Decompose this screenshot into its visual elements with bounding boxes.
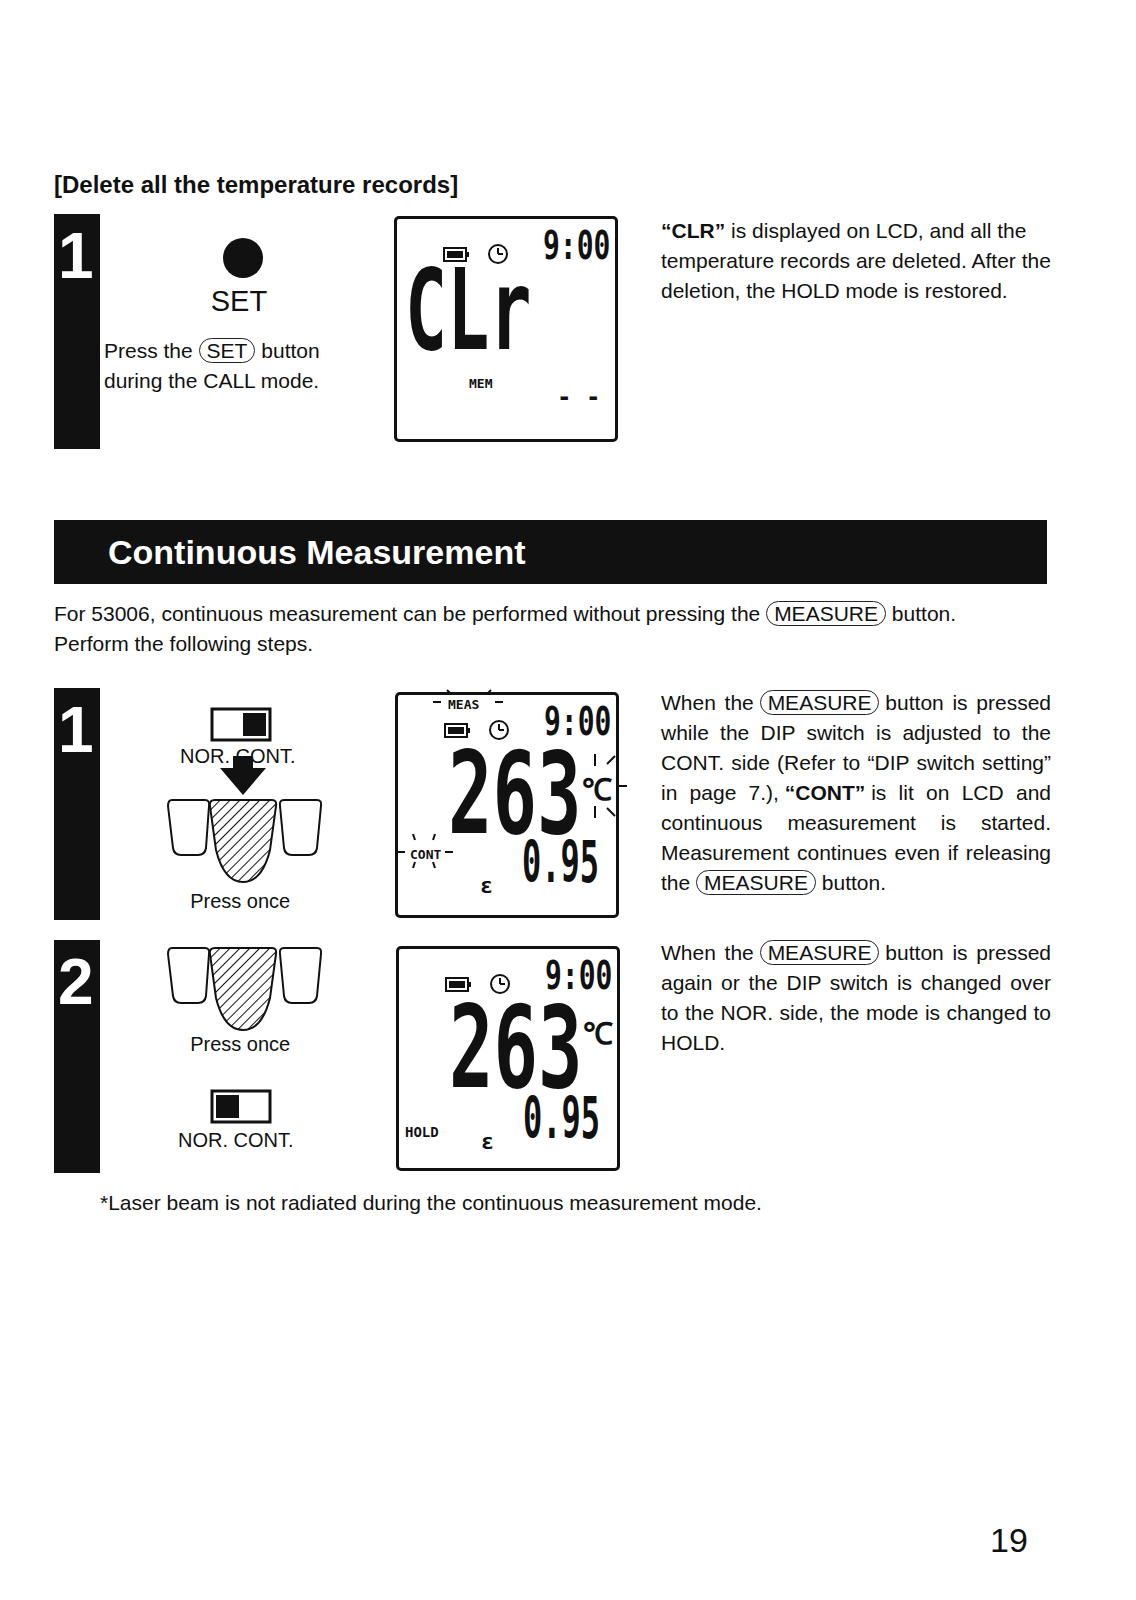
step-number-text: 1 <box>58 224 94 288</box>
lcd-segment: MEM <box>469 377 492 390</box>
label: *Laser beam is not radiated during the c… <box>100 1191 762 1214</box>
set-button <box>223 238 263 278</box>
measure-buttons <box>168 800 321 882</box>
button-label: MEASURE <box>760 690 880 715</box>
text-block: When theMEASUREbutton is pressed again o… <box>661 938 1051 1058</box>
lcd-segment: CLr <box>405 255 531 367</box>
step-number-text: 1 <box>58 698 94 762</box>
label: Press once <box>190 1033 290 1055</box>
label: Press once <box>190 890 290 912</box>
step-number: 1 <box>54 214 100 449</box>
label: “CLR” <box>661 219 725 242</box>
measure-buttons <box>168 948 321 1030</box>
step-number: 1 <box>54 688 100 920</box>
lcd-segment: ε <box>480 875 493 897</box>
lcd-segment: 263 <box>449 989 583 1104</box>
lcd-display: 9:00CLrMEM - - <box>394 216 618 442</box>
label: button. <box>822 871 886 894</box>
lcd-segment: 0.95 <box>522 833 599 891</box>
label: button. <box>892 602 956 625</box>
button-label: MEASURE <box>766 601 886 626</box>
lcd-segment: ε <box>481 1131 494 1153</box>
label: When the <box>661 941 754 964</box>
lcd-segment: 0.95 <box>523 1089 600 1147</box>
lcd-segment: CONT <box>410 848 441 861</box>
section-band: Continuous Measurement <box>54 520 1047 584</box>
lcd-segment: - - <box>557 385 600 409</box>
text-block: Press once <box>163 887 323 916</box>
text-block: When theMEASUREbutton is pressed while t… <box>661 688 1051 898</box>
text-block: *Laser beam is not radiated during the c… <box>100 1188 1000 1218</box>
label: CONT. <box>234 1129 294 1151</box>
label: For 53006, continuous measurement can be… <box>54 602 760 625</box>
text-block: NOR. CONT. <box>180 742 320 771</box>
label: CONT. <box>236 745 296 767</box>
label: “CONT” <box>785 781 866 804</box>
button-label: MEASURE <box>760 940 880 965</box>
lcd-segment: HOLD <box>405 1125 439 1139</box>
dip-switch <box>212 709 270 740</box>
lcd-segment: 9:00 <box>543 227 610 266</box>
button-label: SET <box>199 338 256 363</box>
text-block: For 53006, continuous measurement can be… <box>54 599 1126 659</box>
label: SET <box>211 285 267 317</box>
label: NOR. <box>180 745 230 767</box>
step-number-text: 2 <box>58 950 94 1014</box>
lcd-display: MEAS9:00263℃CONTε0.95 <box>395 692 619 918</box>
text-block: “CLR”is displayed on LCD, and all the te… <box>661 216 1051 306</box>
label: 19 <box>990 1521 1028 1559</box>
step-number: 2 <box>54 940 100 1173</box>
lcd-display: 9:00263℃HOLDε0.95 <box>396 946 620 1171</box>
lcd-segment: ℃ <box>582 775 612 805</box>
text-block: Press once <box>163 1030 323 1059</box>
dip-switch <box>212 1091 270 1122</box>
text-block: SET <box>193 281 293 322</box>
text-block: 19 <box>990 1516 1050 1565</box>
text-block: Press theSETbutton during the CALL mode. <box>104 336 376 396</box>
text-block: [Delete all the temperature records] <box>54 168 754 202</box>
label: Perform the following steps. <box>54 629 1126 659</box>
lcd-segment: ℃ <box>583 1019 613 1049</box>
label: [Delete all the temperature records] <box>54 171 458 198</box>
section-band-text: Continuous Measurement <box>108 535 525 569</box>
lcd-segment: MEAS <box>448 698 479 711</box>
label: When the <box>661 691 754 714</box>
button-label: MEASURE <box>696 870 816 895</box>
label: NOR. <box>178 1129 228 1151</box>
label: Press the <box>104 339 193 362</box>
text-block: NOR. CONT. <box>178 1126 318 1155</box>
